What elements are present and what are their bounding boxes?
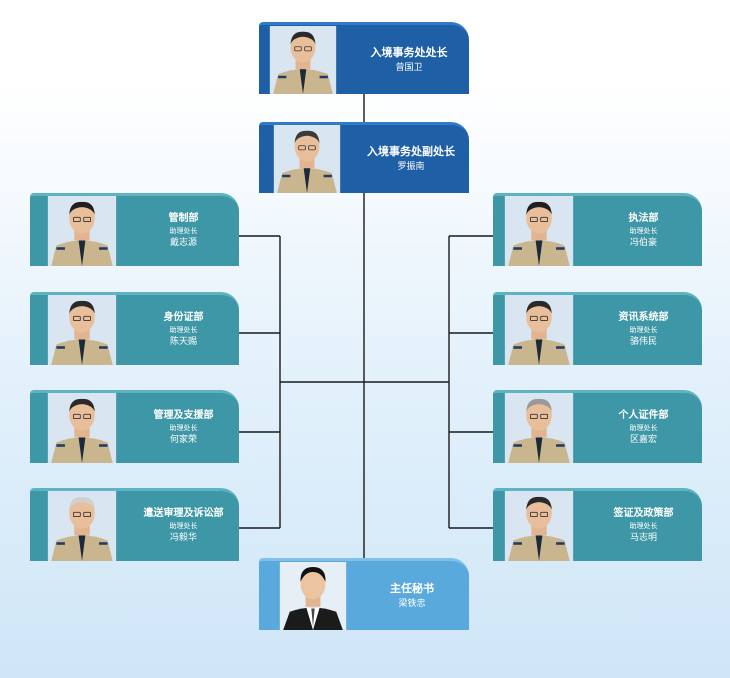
branch-rank: 助理处长 (629, 424, 658, 432)
photo-information-systems (499, 295, 579, 365)
director-title: 入境事务处处长 (370, 45, 448, 59)
branch-head-name: 区嘉宏 (629, 435, 657, 445)
secretary-photo (273, 562, 353, 630)
deputy-title: 入境事务处副处长 (367, 145, 455, 158)
branch-rank: 助理处长 (629, 522, 658, 530)
branch-title: 身份证部 (163, 312, 204, 323)
branch-rank: 助理处长 (169, 326, 198, 334)
branch-rank: 助理处长 (169, 522, 198, 530)
director-card: 入境事务处处长 曾国卫 (259, 22, 469, 94)
deputy-name: 罗振南 (397, 162, 425, 172)
branch-rank: 助理处长 (169, 424, 198, 432)
branch-head-name: 冯伯豪 (629, 238, 657, 248)
branch-title: 遣送审理及诉讼部 (143, 508, 224, 519)
branch-rank: 助理处长 (629, 326, 658, 334)
photo-management (42, 393, 122, 463)
photo-enforcement (499, 196, 579, 266)
branch-head-name: 骆伟民 (629, 337, 657, 347)
branch-title: 签证及政策部 (613, 508, 674, 519)
branch-card-enforcement: 执法部 助理处长 冯伯豪 (493, 193, 702, 266)
photo-personal-documentation (499, 393, 579, 463)
branch-head-name: 陈天赐 (169, 337, 197, 347)
branch-title: 个人证件部 (618, 410, 669, 421)
branch-card-id-card: 身份证部 助理处长 陈天赐 (30, 292, 239, 365)
director-name: 曾国卫 (395, 62, 423, 73)
branch-title: 执法部 (628, 213, 659, 224)
branch-head-name: 冯毅华 (169, 533, 197, 543)
photo-removal-litigation (42, 491, 122, 561)
branch-card-control: 管制部 助理处长 戴志源 (30, 193, 239, 266)
branch-card-visa-policies: 签证及政策部 助理处长 马志明 (493, 488, 702, 561)
branch-card-personal-documentation: 个人证件部 助理处长 区嘉宏 (493, 390, 702, 463)
branch-title: 管制部 (168, 213, 199, 224)
branch-head-name: 何家荣 (169, 435, 197, 445)
branch-title: 管理及支援部 (153, 410, 214, 421)
branch-card-information-systems: 资讯系统部 助理处长 骆伟民 (493, 292, 702, 365)
photo-id-card (42, 295, 122, 365)
secretary-title: 主任秘书 (390, 581, 434, 595)
deputy-photo (267, 125, 347, 193)
branch-card-management: 管理及支援部 助理处长 何家荣 (30, 390, 239, 463)
photo-visa-policies (499, 491, 579, 561)
director-photo (263, 26, 343, 94)
branch-head-name: 马志明 (629, 533, 657, 543)
secretary-name: 梁铁忠 (398, 598, 426, 609)
branch-head-name: 戴志源 (169, 238, 197, 248)
secretary-card: 主任秘书 梁铁忠 (259, 558, 469, 630)
photo-control (42, 196, 122, 266)
branch-rank: 助理处长 (629, 227, 658, 235)
branch-card-removal-litigation: 遣送审理及诉讼部 助理处长 冯毅华 (30, 488, 239, 561)
branch-title: 资讯系统部 (618, 312, 669, 323)
branch-rank: 助理处长 (169, 227, 198, 235)
deputy-card: 入境事务处副处长 罗振南 (259, 122, 469, 193)
